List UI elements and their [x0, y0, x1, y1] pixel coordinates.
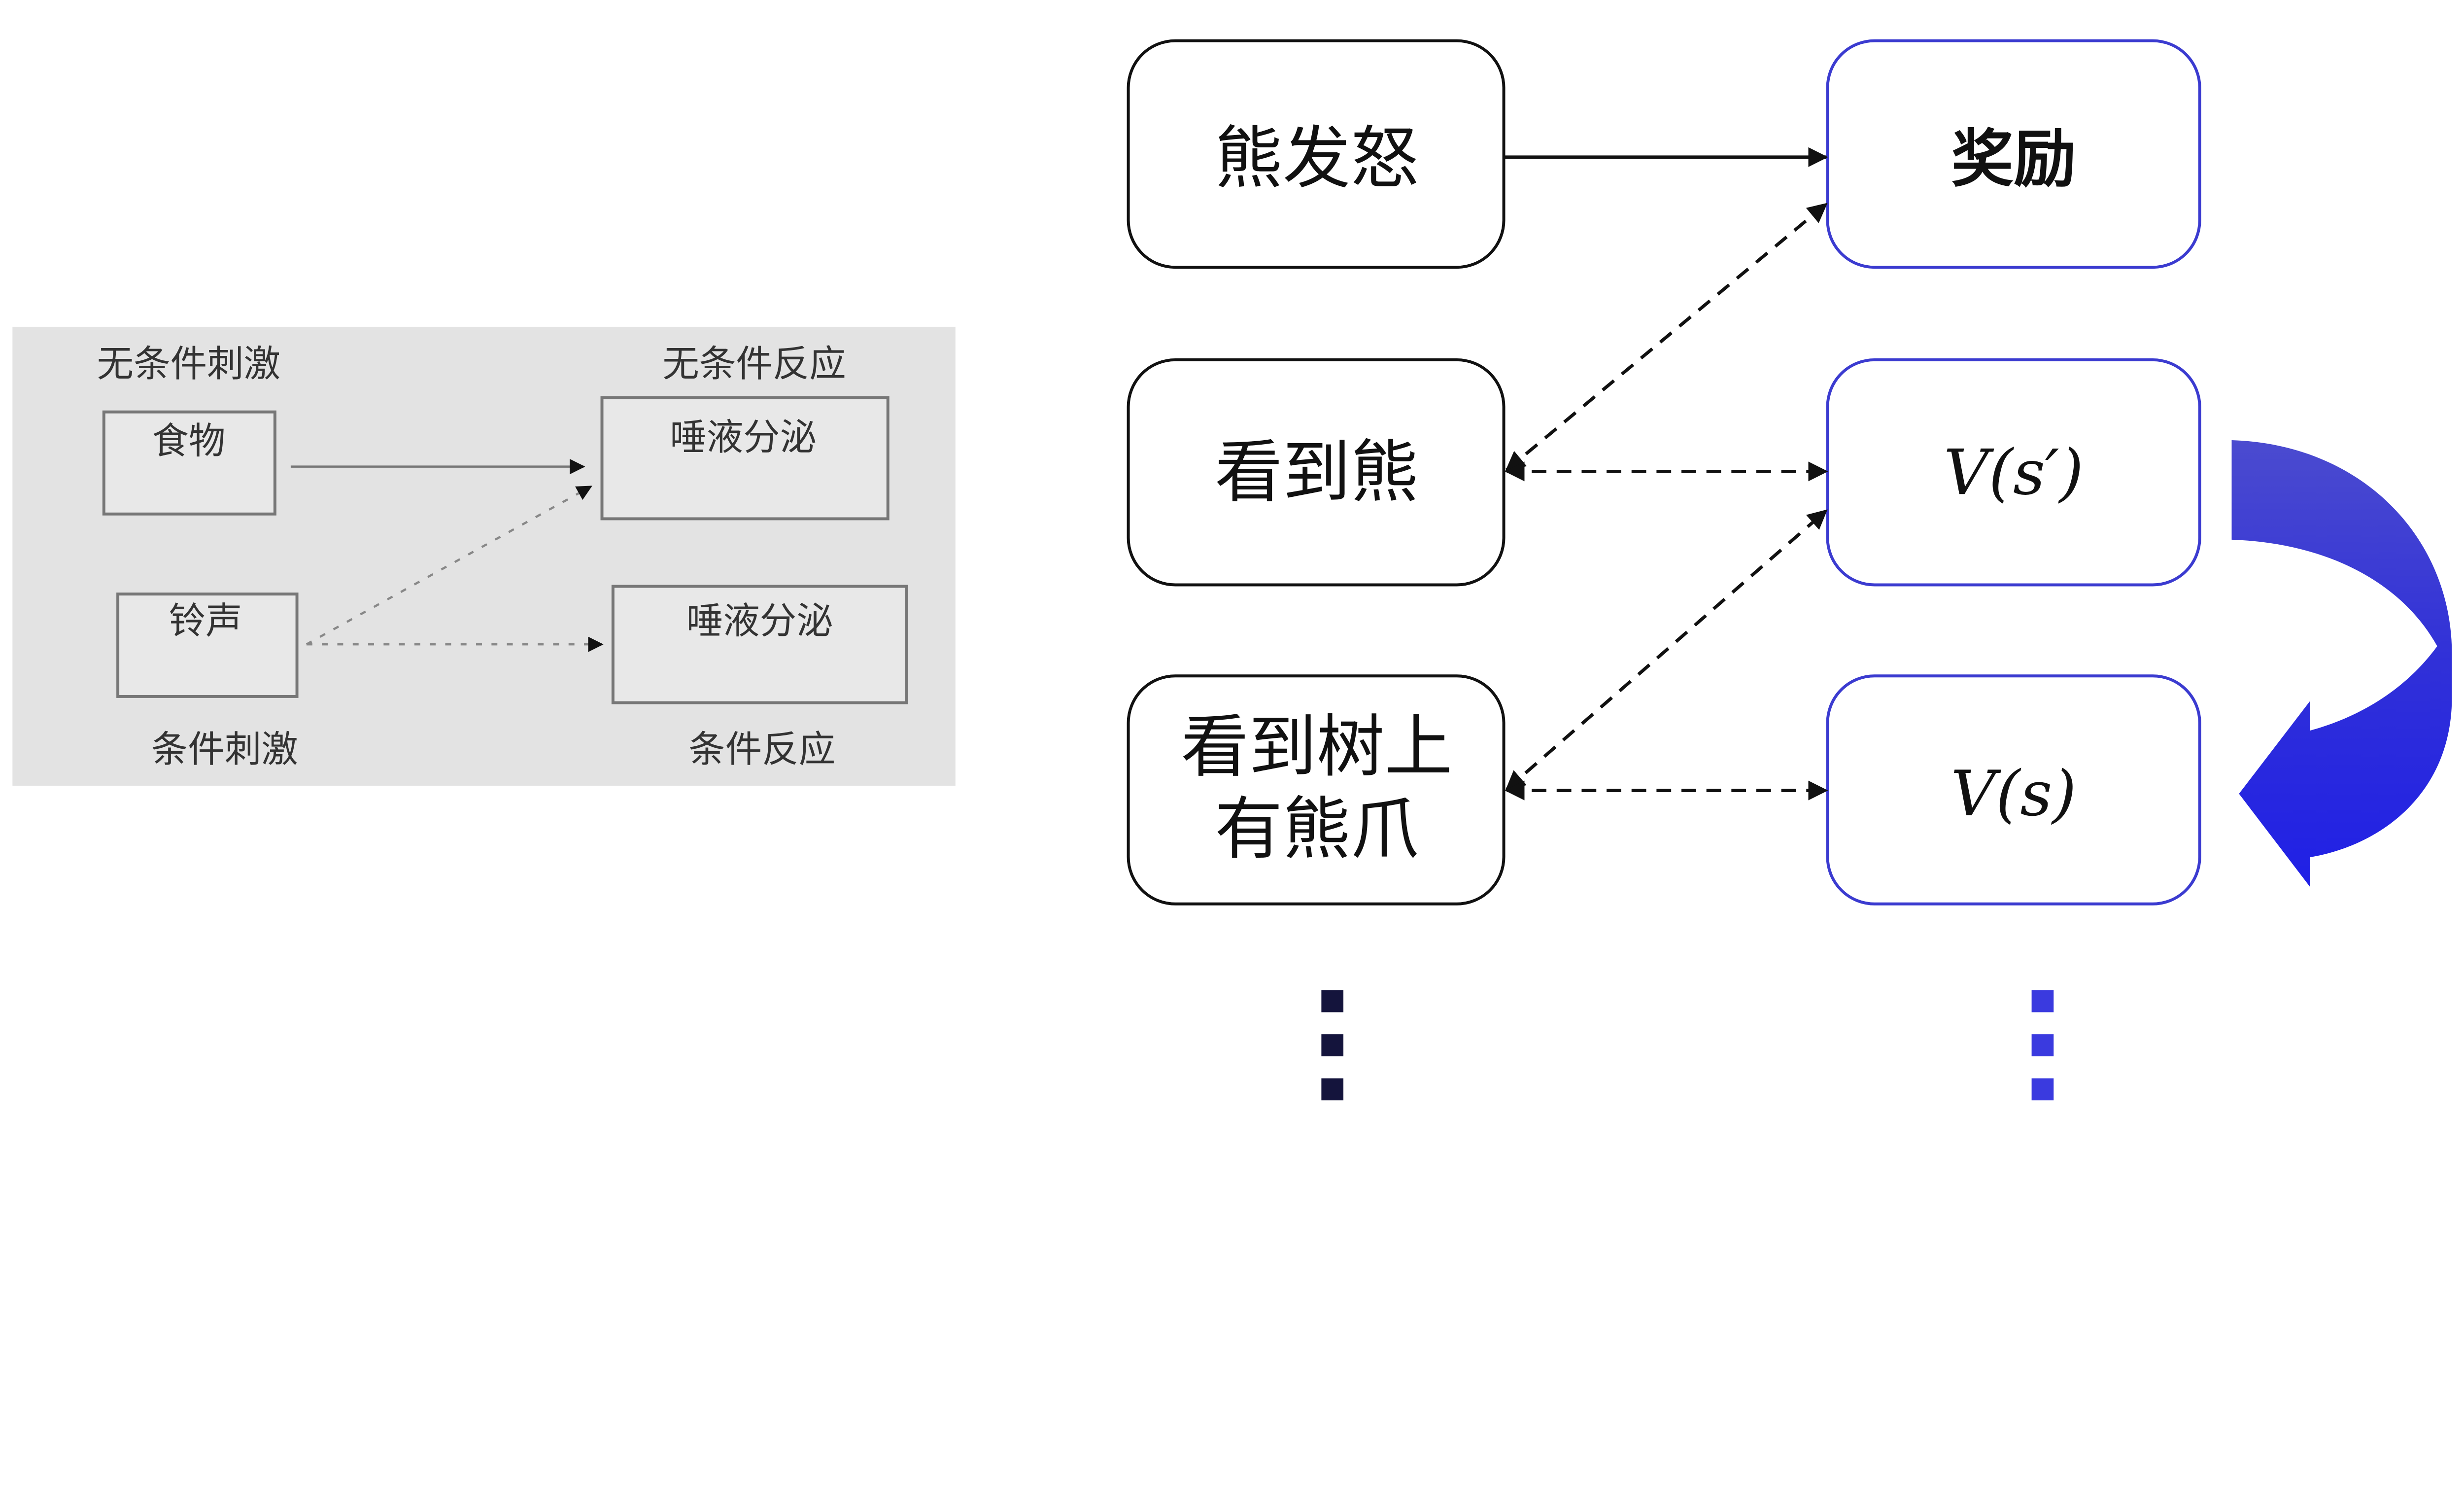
box-salivation-top-label: 唾液分泌	[670, 416, 817, 458]
box-bear-angry	[1127, 39, 1506, 269]
arrow-claw-to-value-next	[1505, 509, 1828, 791]
box-value-next-state-label: V(s′)	[1944, 436, 2084, 509]
box-bell	[116, 593, 299, 698]
curved-backup-arrow-icon	[2231, 440, 2452, 887]
box-bell-label: 铃声	[169, 599, 242, 642]
box-see-claw-marks-line2: 有熊爪	[1215, 790, 1418, 869]
ellipsis-left-icon	[1321, 990, 1344, 1101]
box-salivation-bottom-label: 唾液分泌	[686, 599, 833, 642]
arrow-see-bear-to-reward	[1505, 203, 1828, 471]
ellipsis-right-icon	[2031, 990, 2054, 1101]
label-unconditioned-stimulus: 无条件刺激	[97, 342, 280, 385]
box-reward-label: 奖励	[1951, 122, 2076, 195]
box-value-current-state-label: V(s)	[1951, 757, 2076, 830]
label-conditioned-response: 条件反应	[688, 728, 835, 771]
panel-background	[12, 326, 956, 786]
box-food	[102, 410, 276, 516]
classical-conditioning-panel: 无条件刺激 无条件反应 食物 唾液分泌 铃声 唾液分泌 条件刺激 条件反应	[12, 326, 956, 786]
box-salivation-bottom	[611, 585, 908, 704]
box-see-bear	[1127, 358, 1506, 587]
label-conditioned-stimulus: 条件刺激	[151, 728, 298, 771]
label-unconditioned-response: 无条件反应	[662, 342, 846, 385]
box-bear-angry-label: 熊发怒	[1215, 119, 1418, 198]
box-salivation-top	[600, 396, 890, 521]
box-see-bear-label: 看到熊	[1215, 433, 1418, 512]
diagram-canvas: 无条件刺激 无条件反应 食物 唾液分泌 铃声 唾液分泌 条件刺激 条件反应 熊发…	[12, 39, 2452, 1101]
box-food-label: 食物	[152, 419, 225, 462]
box-see-claw-marks-line1: 看到树上	[1181, 708, 1452, 787]
value-propagation-panel: 熊发怒 看到熊 看到树上 有熊爪 奖励 V(s′) V(s)	[1127, 39, 2452, 1101]
box-see-claw-marks	[1127, 674, 1506, 906]
